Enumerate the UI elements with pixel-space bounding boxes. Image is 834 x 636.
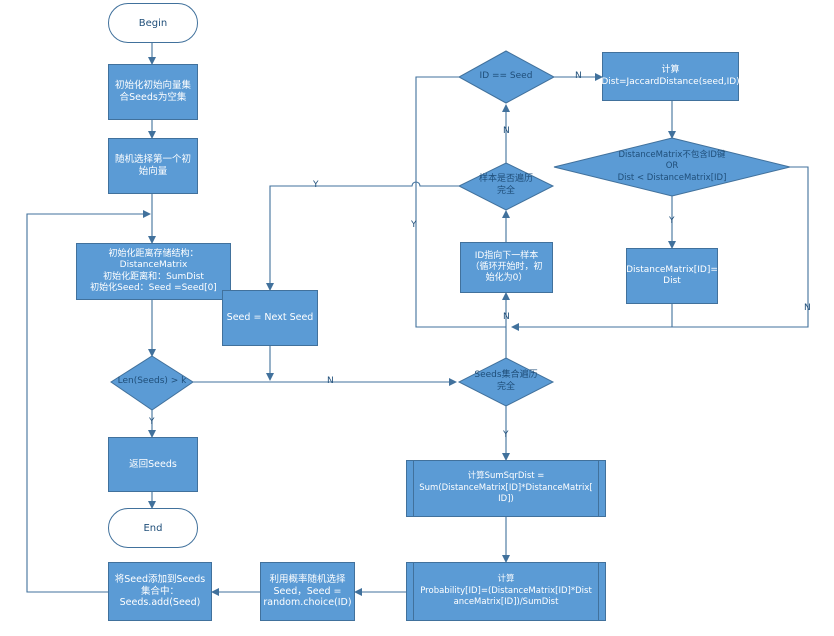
compute-jaccard-box: 计算 Dist=JaccardDistance(seed,ID) [601, 52, 740, 101]
random-first-box: 随机选择第一个初 始向量 [108, 138, 198, 194]
label-len-no: N [327, 376, 334, 386]
edge-sample-yes [266, 181, 460, 291]
sample-traversed-text: 样本是否遍历 完全 [478, 174, 533, 196]
diamond-id-eq-seed [457, 50, 556, 104]
id-eq-seed-text: ID == Seed [479, 71, 533, 82]
end-terminal: End [108, 508, 198, 548]
label-idseed-no: N [575, 71, 582, 81]
probability-text: 计算 Probability[ID]=(DistanceMatrix[ID]*D… [420, 574, 592, 608]
return-seeds-box: 返回Seeds [108, 437, 198, 492]
next-seed-box: Seed = Next Seed [222, 290, 318, 346]
begin-terminal: Begin [108, 3, 198, 43]
edge-idseed-yes [415, 76, 506, 328]
sum-sqr-inner [413, 461, 599, 516]
random-choice-box: 利用概率随机选择 Seed，Seed = random.choice(ID) [260, 562, 355, 621]
label-sample-no: N [503, 126, 510, 136]
dm-condition-text: DistanceMatrix不包含ID键 OR Dist < DistanceM… [617, 150, 727, 183]
label-seeds-yes: Y [503, 430, 509, 440]
diamond-dm-condition [553, 137, 791, 197]
end-label: End [143, 522, 163, 534]
label-seeds-no: N [503, 312, 510, 322]
id-next-box: ID指向下一样本 （循环开始时，初 始化为0） [460, 242, 553, 293]
init-seeds-box: 初始化初始向量集 合Seeds为空集 [108, 64, 198, 120]
diamond-seeds-traversed [457, 357, 555, 407]
probability-inner [413, 563, 599, 620]
diamond-len-check [110, 355, 194, 411]
label-idseed-yes: Y [411, 220, 417, 230]
edge-add-loop-back [26, 210, 151, 593]
dm-assign-box: DistanceMatrix[ID]= Dist [626, 248, 718, 304]
add-seed-box: 将Seed添加到Seeds 集合中： Seeds.add(Seed) [108, 562, 212, 621]
init-storage-box: 初始化距离存储结构： DistanceMatrix 初始化距离和：SumDist… [76, 243, 231, 300]
label-dm-yes: Y [669, 216, 675, 226]
label-len-yes: Y [149, 417, 155, 427]
label-sample-yes: Y [313, 180, 319, 190]
sum-sqr-box: 计算SumSqrDist = Sum(DistanceMatrix[ID]*Di… [406, 460, 606, 517]
edge-cond-no [511, 166, 809, 331]
seeds-traversed-text: Seeds集合遍历 完全 [474, 370, 538, 392]
sum-sqr-text: 计算SumSqrDist = Sum(DistanceMatrix[ID]*Di… [419, 471, 593, 505]
diamond-sample-traversed [457, 162, 555, 211]
len-check-text: Len(Seeds) > k [117, 376, 187, 387]
begin-label: Begin [138, 17, 168, 29]
probability-box: 计算 Probability[ID]=(DistanceMatrix[ID]*D… [406, 562, 606, 621]
label-dm-no: N [804, 303, 811, 313]
